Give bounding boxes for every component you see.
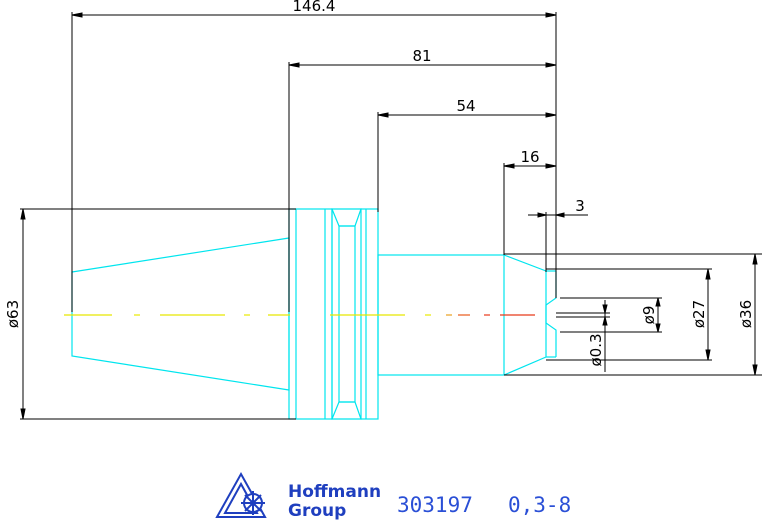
dim-length-16: 16: [520, 148, 539, 166]
dim-dia-9: ø9: [640, 306, 658, 325]
logo-text-group: Group: [288, 501, 346, 521]
taper-shank: [71, 237, 290, 391]
dim-dia-0-3: ø0.3: [587, 333, 605, 366]
dim-dia-27: ø27: [690, 300, 708, 328]
dim-length-3: 3: [575, 197, 585, 215]
part-number: 303197: [397, 493, 473, 517]
dim-dia-63: ø63: [4, 300, 22, 328]
size-range: 0,3-8: [508, 493, 571, 517]
dim-length-81: 81: [412, 47, 431, 65]
dim-dia-36: ø36: [737, 300, 755, 328]
logo-emblem-icon: [215, 471, 267, 518]
dim-length-54: 54: [456, 97, 475, 115]
v-groove: [331, 208, 362, 227]
part-outline: [71, 208, 557, 420]
hoffmann-logo: Hoffmann Group: [215, 471, 381, 521]
logo-text-hoffmann: Hoffmann: [288, 482, 381, 502]
dim-overall-length: 146.4: [293, 0, 336, 15]
dimensions: [20, 12, 762, 420]
rear-flange: [360, 208, 379, 420]
